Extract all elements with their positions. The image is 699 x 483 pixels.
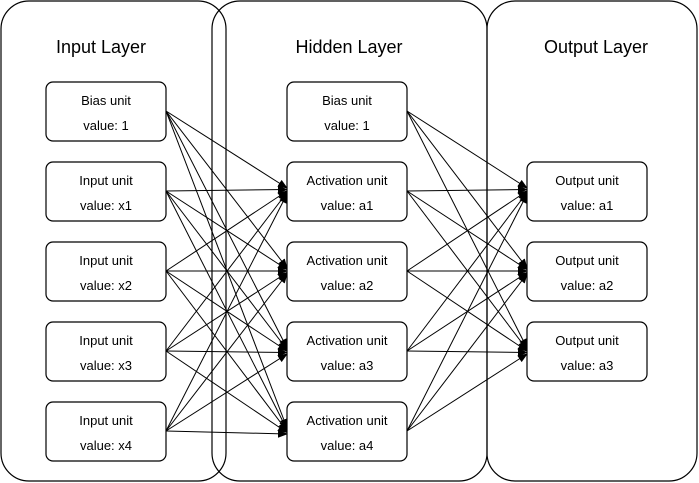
node-value: value: a4 — [321, 438, 374, 453]
edge-input-0-to-hidden-3 — [165, 110, 288, 349]
input-unit-x2: Input unit value: x2 — [45, 241, 167, 302]
node-value: value: a2 — [321, 278, 374, 293]
output-layer-box — [486, 0, 698, 482]
edge-input-3-to-hidden-1 — [165, 191, 288, 352]
node-value: value: 1 — [83, 118, 129, 133]
node-label: Output unit — [555, 253, 619, 268]
edge-input-4-to-hidden-4 — [165, 429, 288, 438]
edge-hidden-1-to-output-0 — [406, 185, 528, 194]
node-label: Input unit — [79, 253, 133, 268]
input-layer-title: Input Layer — [56, 37, 146, 57]
node-value: value: a3 — [321, 358, 374, 373]
node-label: Input unit — [79, 413, 133, 428]
hidden-activation-unit-a3: Activation unit value: a3 — [286, 321, 408, 382]
hidden-bias-unit: Bias unit value: 1 — [286, 81, 408, 142]
node-value: value: x3 — [80, 358, 132, 373]
edge-input-0-to-hidden-2 — [165, 110, 288, 269]
edge-hidden-2-to-output-2 — [406, 270, 528, 352]
edge-input-4-to-hidden-3 — [165, 353, 288, 432]
edge-input-2-to-hidden-1 — [165, 190, 288, 272]
node-value: value: 1 — [324, 118, 370, 133]
node-value: value: x2 — [80, 278, 132, 293]
hidden-activation-unit-a2: Activation unit value: a2 — [286, 241, 408, 302]
output-unit-2: Output unit value: a2 — [526, 241, 648, 302]
input-bias-unit: Bias unit value: 1 — [45, 81, 167, 142]
node-label: Bias unit — [322, 93, 372, 108]
hidden-layer-title: Hidden Layer — [295, 37, 402, 57]
edge-hidden-1-to-output-2 — [406, 190, 528, 351]
node-label: Input unit — [79, 333, 133, 348]
edge-hidden-4-to-output-2 — [406, 353, 528, 432]
edge-hidden-0-to-output-1 — [406, 110, 528, 269]
edge-hidden-1-to-output-1 — [406, 190, 528, 271]
edge-input-1-to-hidden-2 — [165, 190, 288, 271]
edge-input-0-to-hidden-1 — [165, 110, 288, 189]
edge-hidden-4-to-output-0 — [406, 193, 528, 432]
edge-hidden-0-to-output-2 — [406, 110, 528, 349]
node-label: Activation unit — [307, 333, 388, 348]
output-layer-title: Output Layer — [544, 37, 648, 57]
node-label: Output unit — [555, 333, 619, 348]
edge-input-4-to-hidden-1 — [165, 193, 288, 432]
node-value: value: x4 — [80, 438, 132, 453]
edge-input-1-to-hidden-1 — [165, 185, 288, 194]
node-label: Activation unit — [307, 253, 388, 268]
edge-hidden-4-to-output-1 — [406, 273, 528, 432]
edge-hidden-2-to-output-0 — [406, 190, 528, 272]
node-value: value: a1 — [561, 198, 614, 213]
edge-input-1-to-hidden-3 — [165, 190, 288, 351]
hidden-activation-unit-a1: Activation unit value: a1 — [286, 161, 408, 222]
input-unit-x4: Input unit value: x4 — [45, 401, 167, 462]
edge-input-4-to-hidden-2 — [165, 273, 288, 432]
edge-input-1-to-hidden-4 — [165, 190, 288, 431]
input-unit-x3: Input unit value: x3 — [45, 321, 167, 382]
node-label: Activation unit — [307, 173, 388, 188]
node-value: value: a2 — [561, 278, 614, 293]
input-unit-x1: Input unit value: x1 — [45, 161, 167, 222]
hidden-activation-unit-a4: Activation unit value: a4 — [286, 401, 408, 462]
edge-input-2-to-hidden-3 — [165, 270, 288, 352]
node-label: Input unit — [79, 173, 133, 188]
node-value: value: a3 — [561, 358, 614, 373]
node-label: Output unit — [555, 173, 619, 188]
node-label: Activation unit — [307, 413, 388, 428]
edge-input-3-to-hidden-4 — [165, 350, 288, 434]
output-unit-3: value: a3 Output unit value: a3 — [526, 321, 648, 382]
node-label: Bias unit — [81, 93, 131, 108]
output-unit-1: Output unit value: a1 — [526, 161, 648, 222]
node-value: value: x1 — [80, 198, 132, 213]
node-value: value: a1 — [321, 198, 374, 213]
edge-hidden-0-to-output-0 — [406, 110, 528, 189]
connections — [165, 110, 528, 438]
edge-hidden-3-to-output-0 — [406, 191, 528, 352]
edge-input-2-to-hidden-4 — [165, 270, 288, 432]
